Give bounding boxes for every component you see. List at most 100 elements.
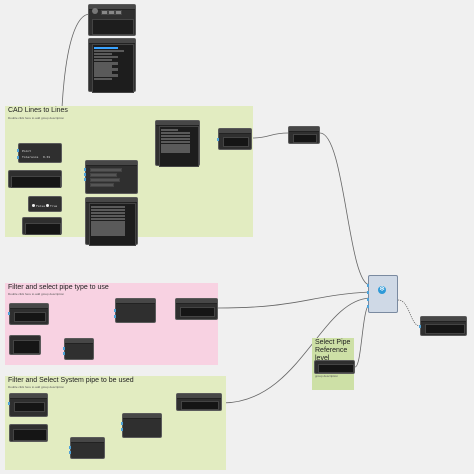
string-field[interactable] (13, 429, 47, 441)
node-header (65, 339, 93, 344)
list-row (161, 147, 190, 150)
list-row (91, 217, 125, 221)
tolerance-value: 0.01 (43, 155, 51, 159)
node-header (86, 198, 137, 203)
string-node[interactable] (9, 335, 41, 355)
input-port[interactable] (8, 312, 10, 315)
passthrough-node[interactable] (288, 126, 320, 144)
node-header (89, 39, 135, 44)
string-node-system[interactable] (9, 424, 48, 442)
input-port[interactable] (114, 309, 116, 312)
input-port[interactable] (84, 178, 86, 181)
element-type-node-system[interactable] (121, 413, 162, 438)
node-header (176, 299, 217, 304)
input-node-point-tolerance[interactable]: Point Tolerance 0.01 (17, 143, 62, 163)
code-block-node[interactable] (8, 170, 62, 188)
input-port[interactable] (63, 347, 65, 350)
wire (319, 132, 371, 286)
list-row (161, 134, 190, 138)
node-header (219, 129, 251, 134)
pipe-type-output-node[interactable] (175, 298, 218, 320)
element-type-node[interactable] (114, 298, 156, 323)
list-row (91, 211, 125, 215)
input-port[interactable] (367, 305, 369, 308)
flatten-node[interactable] (217, 128, 252, 150)
list-row (94, 68, 118, 71)
input-port[interactable] (367, 291, 369, 294)
list-row (91, 221, 125, 224)
toggle-false-radio[interactable] (32, 204, 35, 207)
group-title: CAD Lines to Lines (8, 107, 68, 114)
list-row (91, 214, 125, 218)
input-port[interactable] (114, 315, 116, 318)
input-port[interactable] (17, 149, 19, 152)
category-node[interactable] (8, 303, 49, 325)
input-port[interactable] (8, 402, 10, 405)
cad-curves-node[interactable] (84, 160, 138, 194)
node-header (156, 121, 199, 126)
watch-node-cad[interactable] (85, 197, 138, 246)
toggle-false-label: False (36, 204, 46, 208)
group-description: Double click here to add group descripti… (8, 116, 65, 120)
node-header (71, 438, 104, 443)
node-row (90, 168, 122, 172)
node-field (115, 10, 122, 15)
levels-node[interactable] (314, 360, 355, 374)
list-row (91, 233, 125, 236)
node-output (14, 312, 46, 322)
levels-dropdown[interactable] (318, 364, 354, 373)
filter-node[interactable] (63, 338, 94, 360)
code-field[interactable] (11, 176, 61, 188)
boolean-toggle-node[interactable]: False True (28, 196, 62, 212)
list-row (161, 137, 190, 141)
input-port[interactable] (367, 284, 369, 287)
watch-node-lines[interactable] (155, 120, 200, 167)
input-port[interactable] (69, 451, 71, 454)
snowflake-icon[interactable]: ❄ (378, 286, 386, 294)
input-port[interactable] (367, 298, 369, 301)
category-node-system[interactable] (8, 393, 48, 417)
list-row (91, 230, 125, 233)
list-row (94, 58, 112, 62)
list-row (94, 65, 112, 68)
list-row (94, 62, 118, 65)
input-port[interactable] (17, 156, 19, 159)
input-port[interactable] (121, 428, 123, 431)
node-output-list (92, 19, 134, 35)
string-field[interactable] (13, 340, 40, 354)
node-header (89, 5, 135, 10)
input-port[interactable] (217, 138, 219, 141)
node-header (289, 127, 319, 132)
input-port[interactable] (84, 173, 86, 176)
create-pipes-node[interactable]: ❄ (367, 275, 398, 313)
input-port[interactable] (63, 352, 65, 355)
system-type-output-node[interactable] (176, 393, 222, 411)
input-field[interactable] (25, 223, 61, 235)
node-header (116, 299, 155, 304)
list-row (161, 144, 190, 147)
input-port[interactable] (419, 325, 421, 328)
toggle-true-radio[interactable] (46, 204, 49, 207)
list-row (94, 74, 118, 77)
node-header (421, 317, 466, 322)
input-port[interactable] (121, 422, 123, 425)
select-model-element-node[interactable] (88, 4, 136, 36)
output-watch-node[interactable] (419, 316, 467, 336)
input-port[interactable] (84, 168, 86, 171)
node-output (293, 134, 317, 143)
input-port[interactable] (69, 446, 71, 449)
list-row (94, 55, 118, 59)
filter-node-system[interactable] (69, 437, 105, 459)
list-row (91, 208, 125, 212)
wire (217, 291, 371, 309)
node-row (90, 173, 117, 177)
group-title: Filter and select pipe type to use (8, 284, 109, 291)
group-system-pipe[interactable]: Filter and Select System pipe to be used… (5, 376, 226, 470)
list-row (161, 131, 190, 135)
toggle-true-label: True (50, 204, 58, 208)
node-icon (92, 8, 98, 14)
watch-node-top[interactable] (88, 38, 136, 93)
list-row (161, 140, 190, 144)
wire (221, 297, 371, 404)
input-node-small[interactable] (22, 217, 62, 235)
